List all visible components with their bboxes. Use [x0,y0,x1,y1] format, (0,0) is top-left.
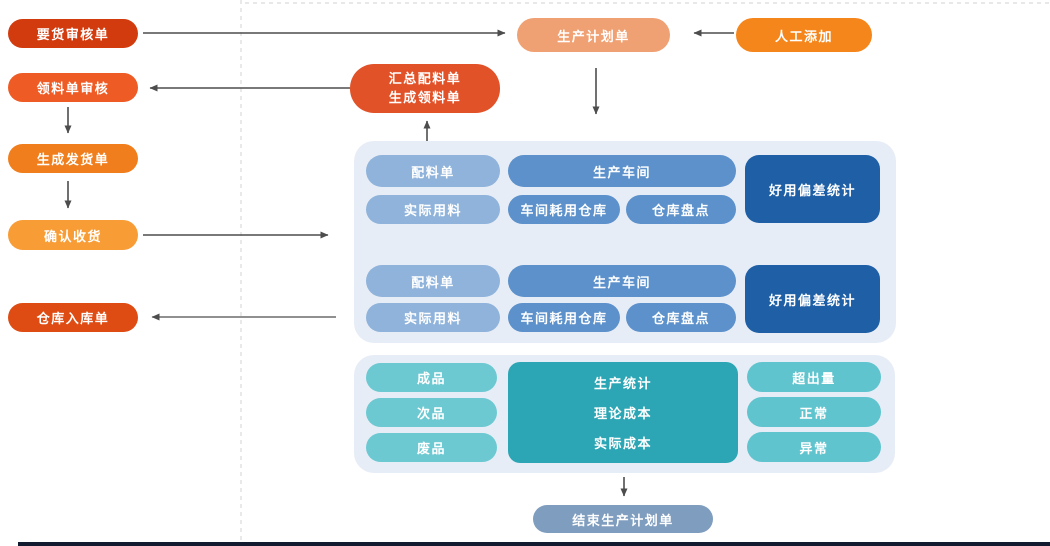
node-actual-usage-2: 实际用料 [366,303,500,332]
stats-line-theoretical-cost: 理论成本 [593,405,652,421]
node-batching-list-1: 配料单 [366,155,500,187]
node-deviation-stats-2: 好用偏差统计 [745,265,880,333]
node-abnormal: 异常 [747,432,881,462]
stats-line-actual-cost: 实际成本 [593,435,652,451]
node-defective: 次品 [366,398,497,427]
node-workshop-consume-warehouse-2: 车间耗用仓库 [508,303,620,332]
node-finished-goods: 成品 [366,363,497,392]
node-end-production-plan: 结束生产计划单 [533,505,713,533]
node-production-stats: 生产统计 理论成本 实际成本 [508,362,738,463]
node-confirm-receipt: 确认收货 [8,220,138,250]
node-workshop-2: 生产车间 [508,265,736,297]
node-deviation-stats-1: 好用偏差统计 [745,155,880,223]
summary-line-1: 汇总配料单 [388,70,462,86]
node-summary-batching: 汇总配料单 生成领料单 [350,64,500,113]
stats-line-production: 生产统计 [593,376,652,392]
node-stocktake-1: 仓库盘点 [626,195,736,224]
node-workshop-1: 生产车间 [508,155,736,187]
node-demand-review: 要货审核单 [8,19,138,48]
node-production-plan: 生产计划单 [517,18,670,52]
node-workshop-consume-warehouse-1: 车间耗用仓库 [508,195,620,224]
node-scrap: 废品 [366,433,497,462]
node-picking-review: 领料单审核 [8,73,138,102]
node-overrun: 超出量 [747,362,881,392]
summary-line-2: 生成领料单 [388,89,462,105]
node-warehouse-inbound: 仓库入库单 [8,303,138,332]
node-manual-add: 人工添加 [736,18,872,52]
node-create-shipment: 生成发货单 [8,144,138,173]
node-normal: 正常 [747,397,881,427]
node-batching-list-2: 配料单 [366,265,500,297]
bottom-divider-bar [18,542,1050,546]
node-stocktake-2: 仓库盘点 [626,303,736,332]
node-actual-usage-1: 实际用料 [366,195,500,224]
